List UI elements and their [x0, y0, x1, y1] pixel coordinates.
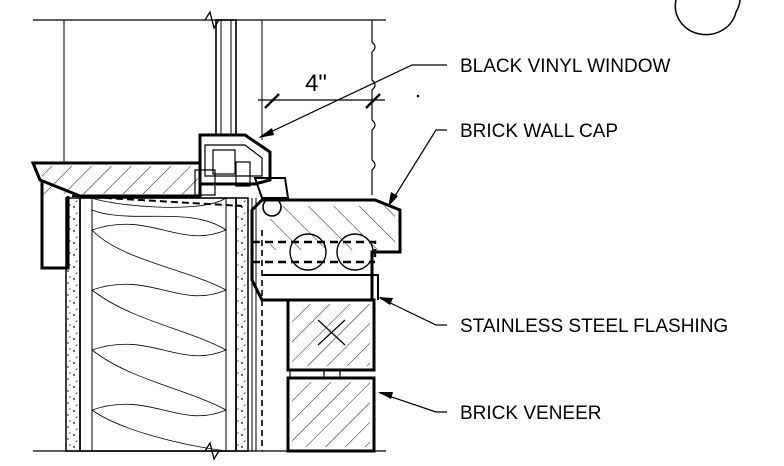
callout-stainless-steel-flashing: STAINLESS STEEL FLASHING [460, 316, 728, 337]
callout-leaders [258, 64, 447, 413]
gypsum-board [65, 197, 81, 452]
exterior-face-line [371, 20, 376, 195]
dimension-text: 4" [305, 70, 327, 97]
brick-wall-cap [250, 197, 402, 302]
sill-flashing-dashed [71, 195, 243, 207]
callout-black-vinyl-window: BLACK VINYL WINDOW [460, 56, 671, 77]
callout-brick-veneer: BRICK VENEER [460, 403, 601, 424]
callout-brick-wall-cap: BRICK WALL CAP [460, 121, 618, 142]
black-vinyl-window [194, 19, 290, 199]
batt-insulation [79, 197, 237, 452]
sheathing [235, 197, 249, 452]
detail-bubble [674, 0, 741, 36]
dimension-4-inch [258, 93, 420, 109]
brick-veneer [286, 298, 376, 453]
